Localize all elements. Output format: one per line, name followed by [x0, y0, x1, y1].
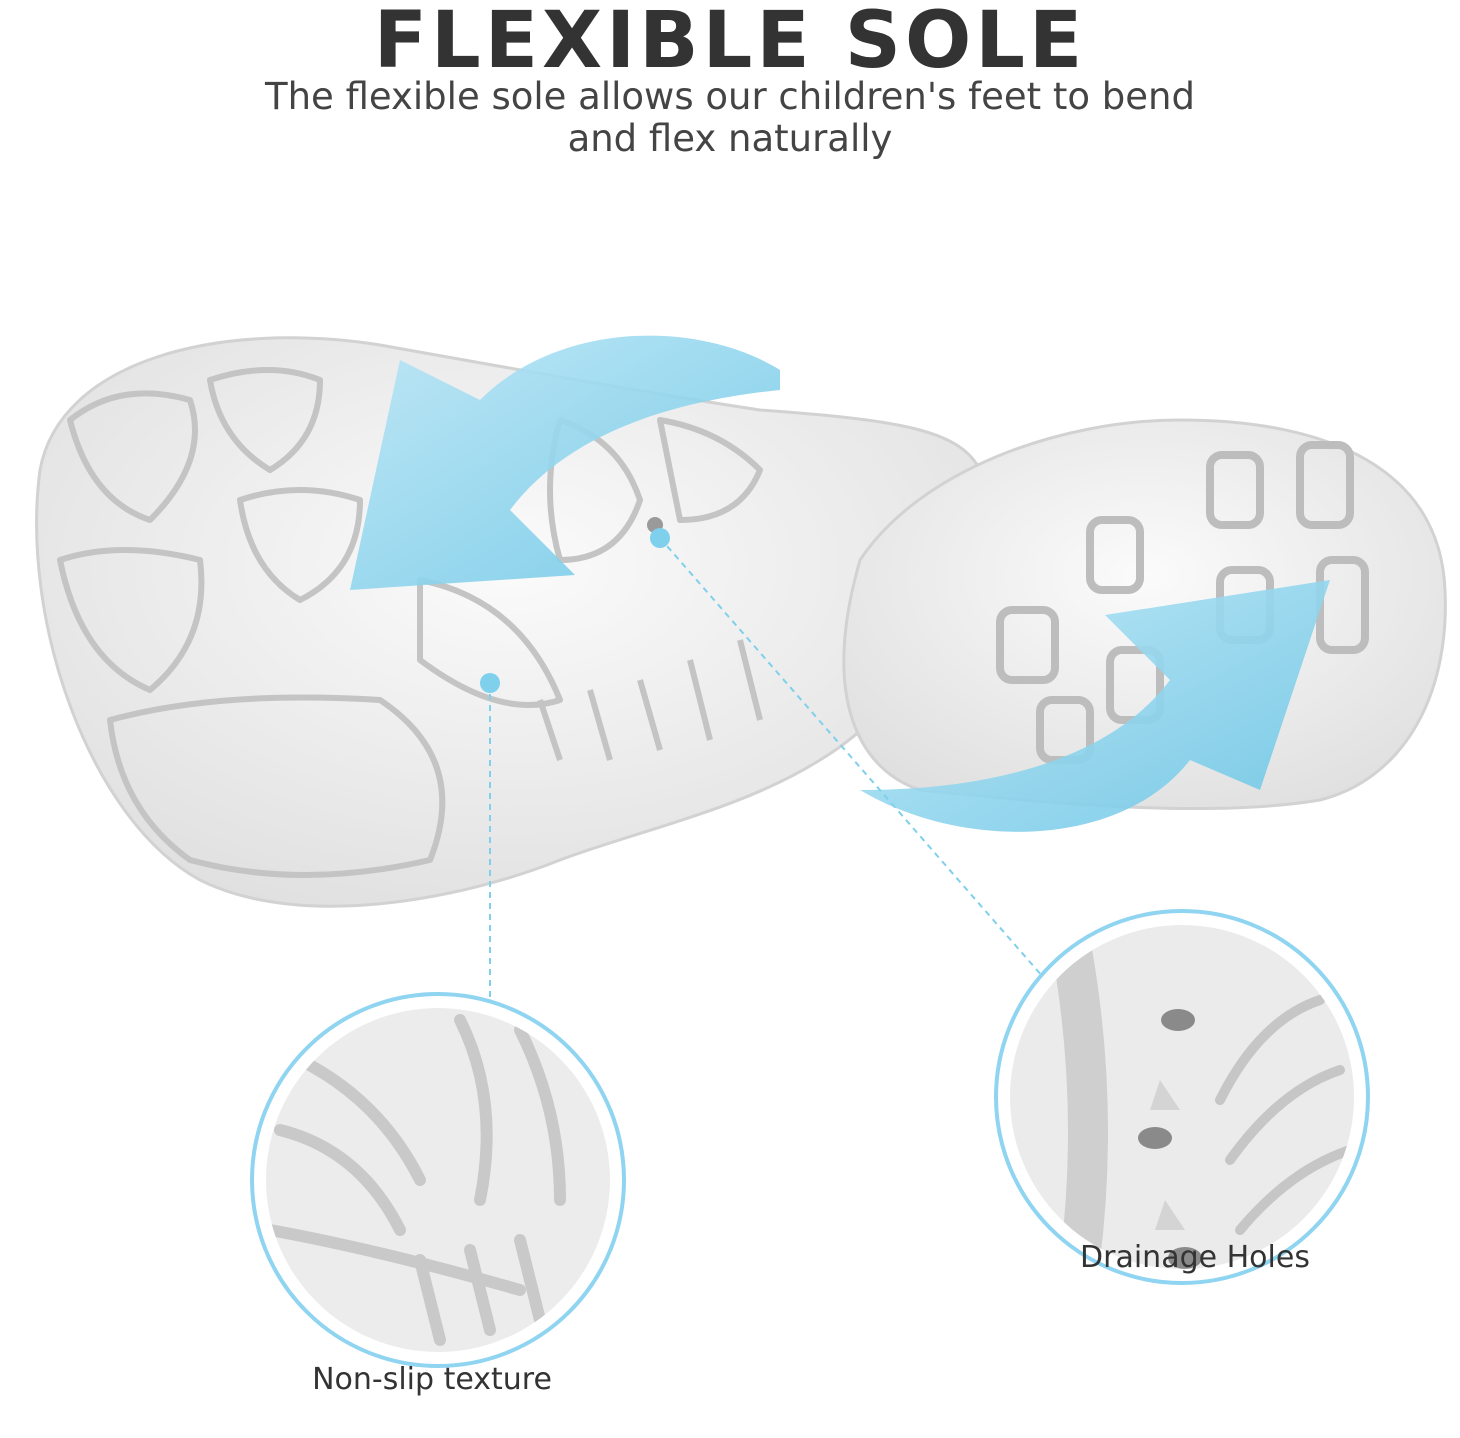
bend-arrow-right [860, 580, 1330, 832]
zoom-circle-texture [250, 992, 626, 1368]
callout-label-nonslip: Non-slip texture [312, 1362, 552, 1397]
leader-lines [480, 528, 1051, 1000]
zoom-circle-drainage [994, 909, 1370, 1285]
bend-arrow-left [350, 335, 780, 590]
subtitle-line-1: The flexible sole allows our children's … [265, 75, 1195, 118]
callout-label-drainage: Drainage Holes [1080, 1240, 1310, 1275]
page-title: FLEXIBLE SOLE [373, 0, 1087, 86]
page-subtitle: The flexible sole allows our children's … [0, 76, 1460, 160]
subtitle-line-2: and flex naturally [567, 117, 893, 160]
